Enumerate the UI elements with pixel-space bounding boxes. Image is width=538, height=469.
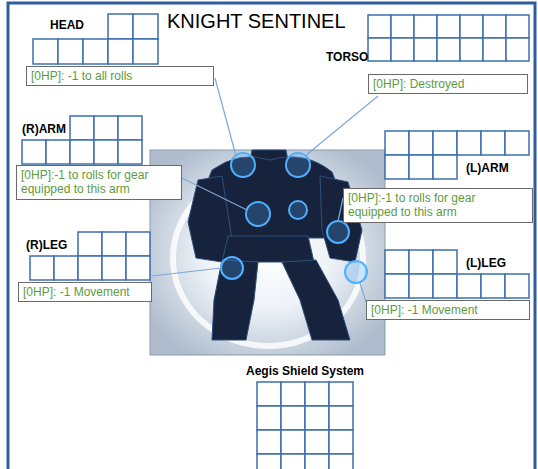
hp-cell (409, 131, 433, 155)
hp-cell (78, 256, 102, 280)
effect-text: [0HP]: -1 Movement (23, 285, 147, 299)
hp-cell (133, 39, 158, 64)
effect-box: [0HP]:-1 to rolls for gear equipped to t… (16, 165, 182, 200)
hp-cell (483, 38, 506, 61)
hp-cell (460, 15, 483, 38)
hp-cell (281, 382, 305, 406)
hp-cell (460, 38, 483, 61)
hp-cell (385, 131, 409, 155)
hp-cell (457, 131, 481, 155)
hp-cell (329, 454, 353, 469)
part-name: TORSO (326, 50, 368, 64)
hp-cell (305, 430, 329, 454)
hp-cell (329, 406, 353, 430)
hp-cell (481, 131, 505, 155)
hp-cell (385, 250, 409, 274)
hp-cell (281, 406, 305, 430)
hp-cell (102, 232, 126, 256)
hp-cell (437, 38, 460, 61)
effect-text: [0HP]: Destroyed (373, 77, 523, 91)
effect-box: [0HP]:-1 to rolls for gear equipped to t… (343, 188, 533, 223)
hp-cell (257, 382, 281, 406)
hp-cell (483, 15, 506, 38)
hp-cell (257, 406, 281, 430)
hp-cell (22, 140, 46, 164)
hp-cell (70, 140, 94, 164)
effect-text: [0HP]:-1 to rolls for gear equipped to t… (21, 168, 177, 197)
hp-cell (433, 274, 457, 298)
hp-cell (385, 274, 409, 298)
effect-box: [0HP]: -1 to all rolls (26, 66, 214, 86)
effect-text: [0HP]: -1 Movement (371, 303, 525, 317)
hp-cell (118, 116, 142, 140)
effect-box: [0HP]: -1 Movement (366, 300, 530, 320)
hp-cell (391, 15, 414, 38)
hp-cell (54, 256, 78, 280)
hp-cell (305, 382, 329, 406)
hp-cell (506, 15, 529, 38)
hp-cell (368, 38, 391, 61)
effect-box: [0HP]: -1 Movement (18, 282, 152, 302)
hp-cell (126, 256, 150, 280)
hp-cell (281, 430, 305, 454)
hp-cell (257, 430, 281, 454)
hp-cell (33, 39, 58, 64)
hp-cell (281, 454, 305, 469)
hp-cell (305, 454, 329, 469)
hp-cell (94, 116, 118, 140)
robot-panel (150, 150, 385, 355)
hp-cell (30, 256, 54, 280)
part-name: (L)ARM (466, 161, 509, 175)
hp-cell (481, 274, 505, 298)
hp-cell (414, 15, 437, 38)
hp-cell (133, 14, 158, 39)
hp-cell (46, 140, 70, 164)
hp-cell (102, 256, 126, 280)
hp-cell (257, 454, 281, 469)
sheet-title: KNIGHT SENTINEL (167, 10, 346, 33)
hp-cell (83, 39, 108, 64)
hp-cell (108, 14, 133, 39)
hp-cell (126, 232, 150, 256)
hp-cell (108, 39, 133, 64)
hp-cell (433, 250, 457, 274)
hp-cell (118, 140, 142, 164)
hp-cell (385, 155, 409, 179)
hp-cell (506, 38, 529, 61)
part-name: HEAD (50, 18, 84, 32)
effect-text: [0HP]:-1 to rolls for gear equipped to t… (348, 191, 528, 220)
part-name: (R)ARM (22, 122, 66, 136)
hp-cell (305, 406, 329, 430)
hp-cell (433, 155, 457, 179)
effect-text: [0HP]: -1 to all rolls (31, 69, 209, 83)
hp-cell (78, 232, 102, 256)
hp-cell (414, 38, 437, 61)
hp-cell (437, 15, 460, 38)
hp-cell (94, 140, 118, 164)
hp-cell (457, 274, 481, 298)
hp-cell (70, 116, 94, 140)
part-name: (R)LEG (26, 238, 67, 252)
part-name: (L)LEG (466, 256, 506, 270)
hp-cell (409, 250, 433, 274)
hp-cell (409, 274, 433, 298)
hp-cell (368, 15, 391, 38)
hp-cell (433, 131, 457, 155)
effect-box: [0HP]: Destroyed (368, 74, 528, 94)
hp-cell (391, 38, 414, 61)
hp-cell (505, 274, 529, 298)
hp-cell (329, 430, 353, 454)
part-name: Aegis Shield System (246, 364, 364, 378)
hp-cell (505, 131, 529, 155)
hp-grid (22, 14, 529, 469)
page-frame (8, 3, 535, 469)
hp-cell (409, 155, 433, 179)
hp-cell (58, 39, 83, 64)
hp-cell (329, 382, 353, 406)
